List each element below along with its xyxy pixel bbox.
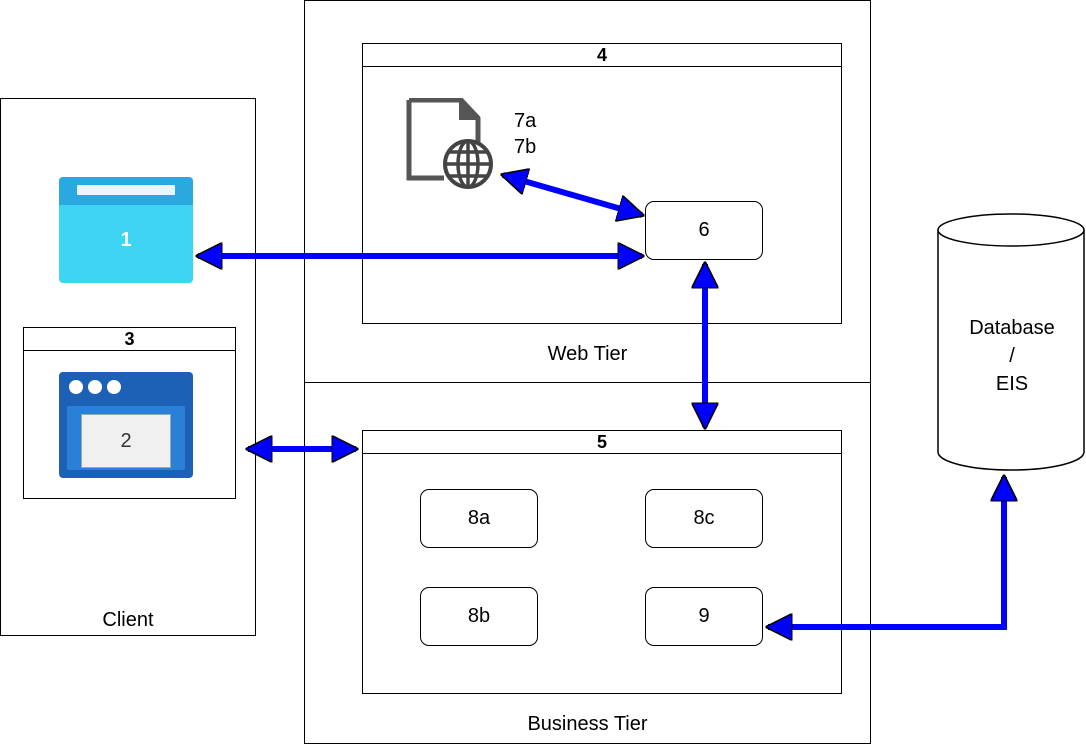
database-label-line1: Database <box>969 317 1055 339</box>
web-tier-label: Web Tier <box>547 343 628 365</box>
business-container-header: 5 <box>363 431 841 454</box>
business-component-8b: 8b <box>420 587 538 646</box>
browser-window-icon: 1 <box>59 177 193 283</box>
business-tier-label: Business Tier <box>527 713 648 735</box>
database-label: Database / EIS <box>938 314 1086 398</box>
client-container-header: 3 <box>24 328 235 351</box>
web-page-label-7a: 7a <box>514 110 537 132</box>
database-label-line3: EIS <box>995 373 1029 395</box>
business-component-8a: 8a <box>420 489 538 548</box>
browser-label: 1 <box>120 229 132 251</box>
web-page-label-7b: 7b <box>514 136 537 158</box>
web-page-globe-icon <box>406 98 493 189</box>
business-component-9: 9 <box>645 587 763 646</box>
database-label-line2: / <box>1009 345 1015 367</box>
business-container: 5 <box>362 430 842 694</box>
web-container-header: 4 <box>363 44 841 67</box>
application-window-icon: 2 <box>59 372 193 478</box>
database-cylinder-icon <box>937 213 1085 471</box>
client-tier-label: Client <box>102 609 154 631</box>
business-component-8c: 8c <box>645 489 763 548</box>
application-label: 2 <box>120 430 132 452</box>
web-component-6: 6 <box>645 201 763 260</box>
